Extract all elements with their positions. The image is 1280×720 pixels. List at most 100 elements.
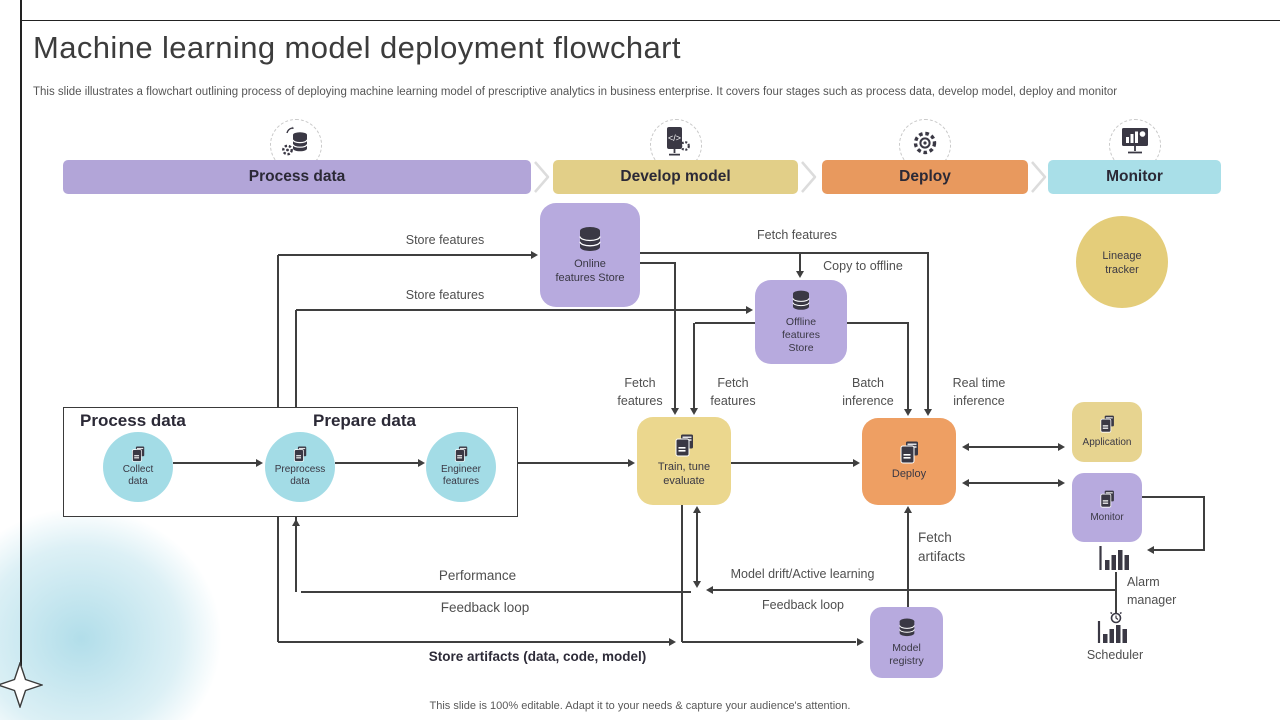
node-label: Lineage tracker: [1102, 249, 1142, 276]
connector-line: [927, 253, 929, 409]
edge-label-realtime-inference: Real time inference: [952, 376, 1006, 408]
stage-banner-deploy: Deploy: [822, 160, 1028, 194]
node-label: Collect data: [122, 463, 154, 488]
connector-line: [278, 254, 531, 256]
arrowhead: [923, 409, 932, 416]
node-collect-data: Collect data: [103, 432, 173, 502]
arrowhead: [853, 458, 860, 467]
node-deploy: Deploy: [862, 418, 956, 505]
edge-label-feedback-loop: Feedback loop: [440, 600, 530, 615]
edge-label-fetch-artifacts: Fetch artifacts: [918, 530, 966, 564]
node-preprocess-data: Preprocess data: [265, 432, 335, 502]
connector-line: [696, 513, 698, 581]
top-border-line: [21, 19, 1280, 22]
group-heading-process-data: Process data: [80, 411, 186, 430]
arrowhead: [692, 581, 701, 588]
connector-line: [969, 446, 1059, 448]
connector-line: [640, 252, 929, 254]
connector-line: [969, 482, 1059, 484]
database-icon: [579, 226, 601, 251]
connector-line: [1203, 497, 1205, 550]
database-gear-icon: [282, 126, 308, 156]
edge-label-batch-inference: Batch inference: [842, 376, 894, 408]
node-monitor: Monitor: [1072, 473, 1142, 542]
arrowhead: [962, 478, 969, 487]
stage-banner-label: Process data: [248, 168, 346, 185]
connector-line: [847, 322, 909, 324]
documents-icon: [900, 441, 918, 464]
chevron-right-icon: [1031, 161, 1047, 193]
stage-banner-label: Develop model: [620, 168, 731, 185]
connector-line: [301, 591, 691, 593]
svg-text:</>: </>: [668, 133, 681, 143]
connector-line: [1115, 572, 1117, 614]
arrowhead: [962, 442, 969, 451]
node-label: Preprocess data: [274, 463, 326, 488]
documents-icon: [132, 446, 145, 462]
node-model-registry: Model registry: [870, 607, 943, 678]
node-application: Application: [1072, 402, 1142, 462]
edge-label-store-artifacts: Store artifacts (data, code, model): [428, 649, 647, 664]
node-label: Model registry: [889, 641, 924, 667]
sparkle-star-icon: [0, 662, 43, 708]
edge-label-fetch-features: Fetch features: [710, 376, 756, 408]
connector-line: [640, 262, 676, 264]
documents-icon: [455, 446, 468, 462]
edge-label-feedback-loop: Feedback loop: [761, 598, 844, 612]
node-label: Offline features Store: [782, 315, 820, 355]
arrowhead: [689, 408, 698, 415]
connector-line: [907, 513, 909, 607]
arrowhead: [1058, 478, 1065, 487]
arrowhead: [903, 506, 912, 513]
page-subtitle: This slide illustrates a flowchart outli…: [33, 86, 1118, 98]
page-title: Machine learning model deployment flowch…: [33, 30, 681, 65]
arrowhead: [628, 458, 635, 467]
bar-chart-icon: [1099, 546, 1129, 570]
chevron-right-icon: [534, 161, 550, 193]
node-label: Online features Store: [555, 257, 625, 284]
stage-banner-develop-model: Develop model: [553, 160, 798, 194]
arrowhead: [706, 585, 713, 594]
edge-label-fetch-features: Fetch features: [757, 228, 837, 242]
stage-banner-process-data: Process data: [63, 160, 531, 194]
connector-line: [799, 253, 801, 271]
documents-icon: [675, 434, 693, 457]
label-alarm-manager: Alarm manager: [1127, 575, 1177, 607]
connector-line: [907, 323, 909, 409]
connector-line: [695, 322, 757, 324]
connector-line: [1140, 496, 1205, 498]
footer-note: This slide is 100% editable. Adapt it to…: [429, 700, 851, 712]
connector-line: [278, 641, 669, 643]
connector-line: [173, 462, 256, 464]
node-label: Application: [1082, 436, 1132, 448]
gear-icon: [913, 131, 937, 155]
node-label: Deploy: [891, 468, 927, 481]
connector-line: [1154, 549, 1205, 551]
chart-monitor-icon: [1122, 128, 1148, 154]
edge-label-fetch-features: Fetch features: [617, 376, 663, 408]
arrowhead: [291, 519, 300, 526]
connector-line: [296, 309, 746, 311]
arrowhead: [692, 506, 701, 513]
connector-line: [681, 505, 683, 642]
connector-line: [496, 462, 628, 464]
documents-icon: [1100, 490, 1114, 508]
arrowhead: [795, 271, 804, 278]
stage-banner-monitor: Monitor: [1048, 160, 1221, 194]
edge-label-performance: Performance: [438, 568, 517, 583]
connector-line: [335, 462, 418, 464]
node-label: Engineer features: [440, 463, 482, 488]
documents-icon: [1100, 415, 1114, 433]
code-monitor-icon: </>: [667, 127, 690, 156]
arrowhead: [1147, 545, 1154, 554]
arrowhead: [669, 637, 676, 646]
arrowhead: [746, 305, 753, 314]
connector-line: [682, 641, 856, 643]
node-label: Monitor: [1090, 512, 1124, 524]
node-train-tune-evaluate: Train, tune evaluate: [637, 417, 731, 505]
group-heading-prepare-data: Prepare data: [313, 411, 416, 430]
arrowhead: [1058, 442, 1065, 451]
left-border-line: [20, 0, 22, 666]
chevron-right-icon: [801, 161, 817, 193]
